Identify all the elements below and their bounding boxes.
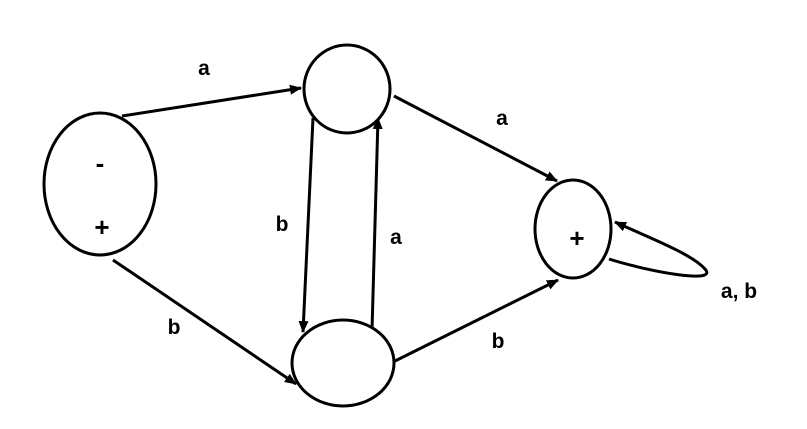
edge-bottom-to-top	[370, 117, 383, 331]
label-final-self-loop: a, b	[721, 280, 757, 303]
state-start	[42, 111, 158, 257]
edge-final-self-loop	[608, 220, 709, 278]
final-state-plus-mark: +	[569, 223, 584, 253]
edge-top-to-bottom	[298, 117, 315, 333]
label-bottom-to-final: b	[492, 330, 505, 353]
edge-start-to-bottom	[112, 258, 297, 386]
start-state-plus-mark: +	[94, 212, 109, 242]
label-start-to-bottom: b	[168, 316, 181, 339]
label-bottom-to-top: a	[390, 226, 402, 249]
label-top-to-final: a	[496, 107, 508, 130]
edge-bottom-to-final	[394, 278, 559, 363]
start-state-minus-mark: -	[96, 148, 105, 178]
edge-start-to-top	[121, 84, 302, 118]
label-start-to-top: a	[198, 57, 210, 80]
state-final	[533, 178, 613, 280]
state-top	[302, 43, 392, 135]
state-bottom	[290, 318, 396, 408]
edge-top-to-final	[393, 94, 558, 183]
label-top-to-bottom: b	[276, 213, 289, 236]
